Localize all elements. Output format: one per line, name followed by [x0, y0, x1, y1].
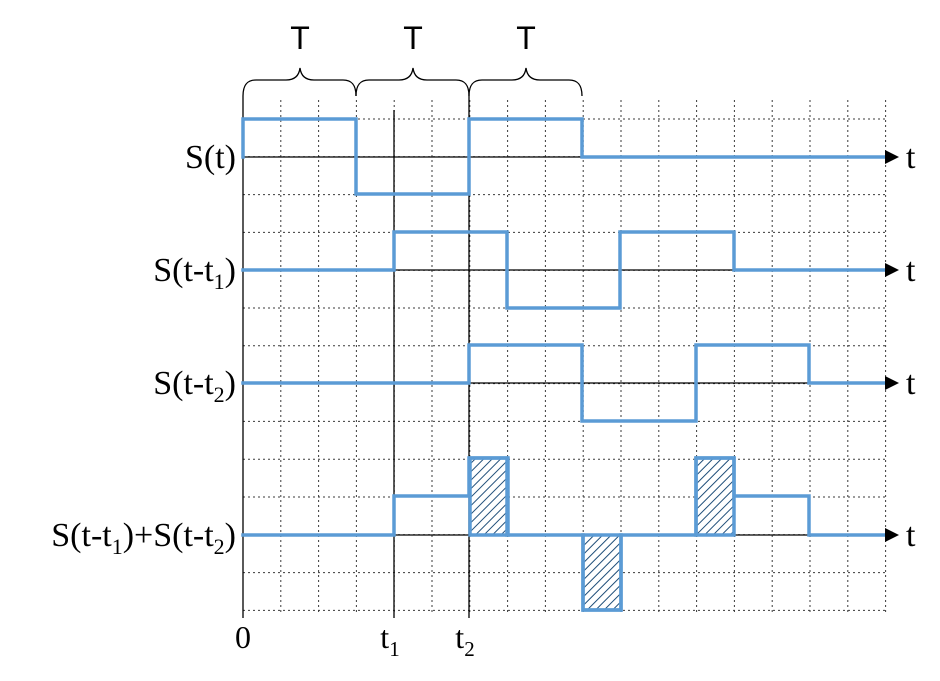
axis-variable-label: t: [906, 139, 916, 176]
tick-label-t1: t1: [380, 619, 399, 661]
arrowhead-row2: [885, 263, 899, 277]
tick-label-zero: 0: [235, 619, 251, 655]
period-brace-3: [468, 67, 583, 97]
tick-label-t2: t2: [455, 619, 474, 661]
axis-arrowheads: [885, 150, 899, 542]
signal-traces: [241, 117, 887, 612]
row-labels: S(t) S(t-t1) S(t-t2) S(t-t1)+S(t-t2): [51, 139, 236, 559]
background-grid: [243, 100, 887, 614]
signal-s-t: [241, 117, 887, 196]
axis-variable-labels: t t t t: [906, 139, 916, 554]
arrowhead-row1: [885, 150, 899, 164]
arrowhead-row3: [885, 376, 899, 390]
period-label-2: T: [403, 20, 423, 56]
period-brace-2: [355, 67, 470, 97]
axis-variable-label: t: [906, 365, 916, 402]
signal-sum: [241, 456, 887, 612]
row-label-s-t-minus-t1: S(t-t1): [153, 252, 236, 294]
x-tick-labels: 0 t1 t2: [235, 619, 475, 661]
overlap-pulse-2: [581, 533, 623, 612]
period-label-3: T: [516, 20, 536, 56]
row-label-s-t-minus-t2: S(t-t2): [153, 365, 236, 407]
signal-s-t-minus-t1: [241, 230, 887, 310]
period-label-1: T: [290, 20, 310, 56]
time-axes: [242, 96, 885, 618]
axis-variable-label: t: [906, 517, 916, 554]
period-braces: T T T: [242, 20, 583, 97]
arrowhead-row4: [885, 528, 899, 542]
signal-s-t-minus-t2: [241, 343, 887, 423]
overlap-pulse-3: [694, 456, 736, 537]
row-label-sum: S(t-t1)+S(t-t2): [51, 517, 236, 559]
overlap-pulse-1: [468, 456, 510, 537]
row-label-s-t: S(t): [185, 139, 236, 176]
axis-variable-label: t: [906, 252, 916, 289]
period-brace-1: [242, 67, 357, 97]
